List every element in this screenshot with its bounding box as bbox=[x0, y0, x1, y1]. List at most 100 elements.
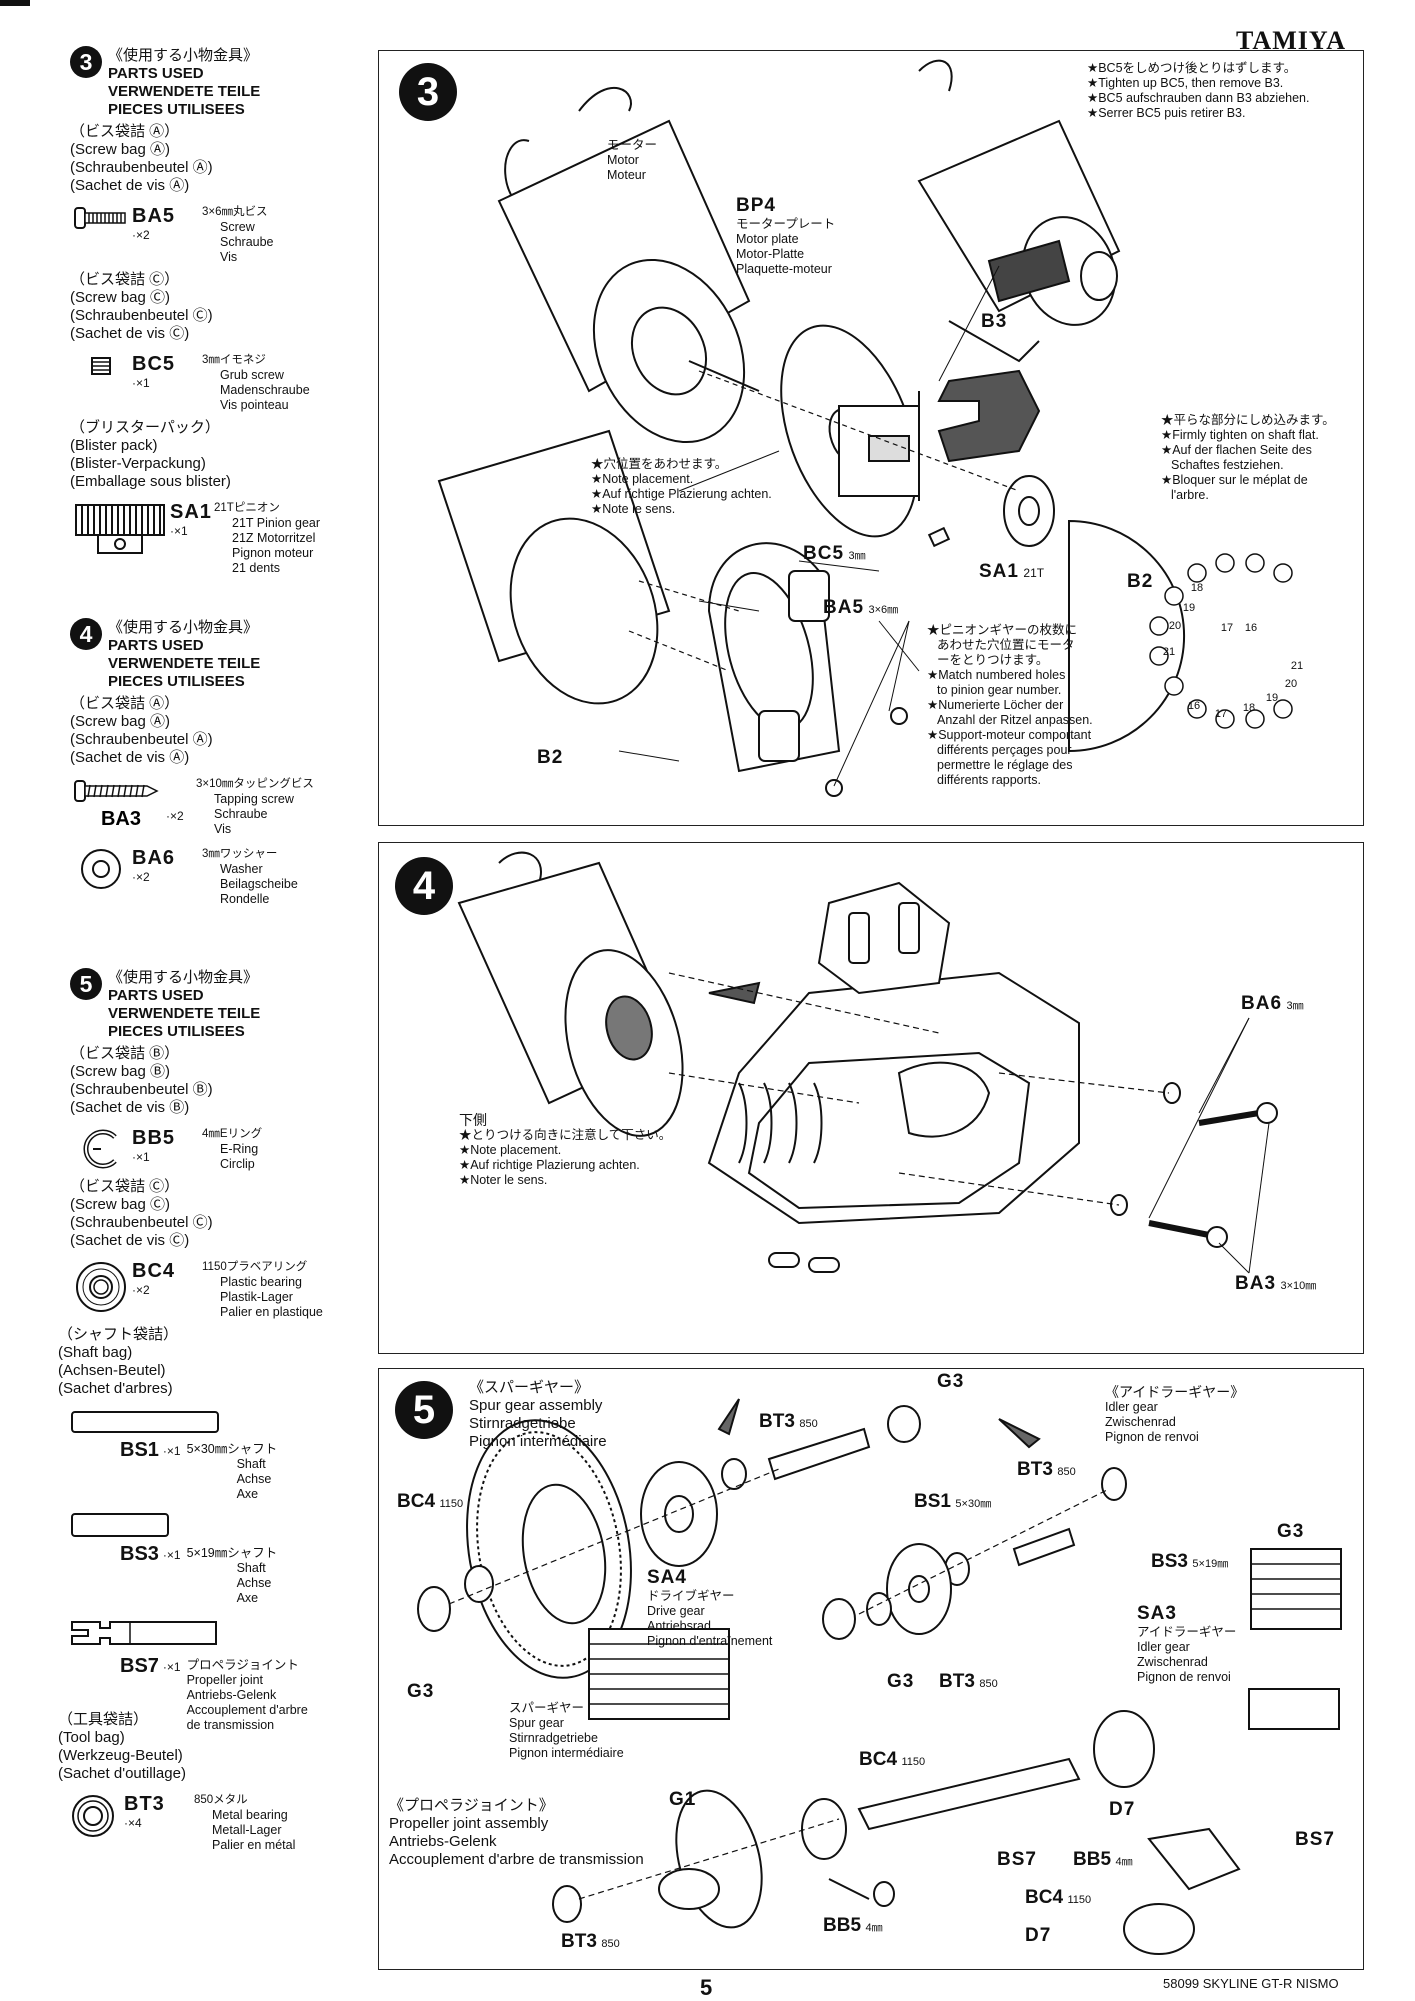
part-name: de transmission bbox=[186, 1718, 275, 1732]
part-code: BB5 bbox=[823, 1915, 862, 1936]
bag-en: (Shaft bag) bbox=[58, 1344, 133, 1361]
part-name: Propeller joint bbox=[186, 1673, 264, 1687]
parts-section-3: 3 《使用する小物金具》 PARTS USED VERWENDETE TEILE… bbox=[70, 44, 370, 616]
part-size: 5×19㎜シャフト bbox=[186, 1546, 278, 1560]
section-de-title: VERWENDETE TEILE bbox=[108, 83, 261, 100]
title-jp: 《アイドラーギヤー》 bbox=[1105, 1384, 1245, 1400]
part-code: SA1 bbox=[979, 561, 1019, 582]
note-line: ★Auf der flachen Seite des bbox=[1161, 443, 1312, 457]
part-code: BA6 bbox=[132, 847, 176, 869]
bt3-label: BT3 850 bbox=[759, 1411, 818, 1433]
part-name: Axe bbox=[236, 1591, 259, 1605]
bag-en: (Tool bag) bbox=[58, 1729, 125, 1746]
g1-label: G1 bbox=[669, 1789, 697, 1810]
section-en-title: PARTS USED bbox=[108, 65, 204, 82]
bag-jp: （シャフト袋詰） bbox=[58, 1326, 179, 1343]
part-size: 1150プラベアリング bbox=[202, 1261, 308, 1273]
bb5-label: BB5 4㎜ bbox=[1073, 1849, 1133, 1871]
bag-jp: （ブリスターパック） bbox=[70, 419, 220, 436]
spur-gear-label: スパーギヤー Spur gear Stirnradgetriebe Pignon… bbox=[509, 1701, 624, 1761]
bag-en: (Screw bag Ⓒ) bbox=[70, 289, 171, 306]
part-size: 3×6㎜ bbox=[868, 604, 899, 616]
title-en: Propeller joint assembly bbox=[389, 1815, 549, 1832]
propeller-joint-title: 《プロペラジョイント》 Propeller joint assembly Ant… bbox=[389, 1797, 644, 1869]
bag-jp: （ビス袋詰 Ⓒ） bbox=[70, 271, 180, 288]
part-code: BA6 bbox=[1241, 993, 1283, 1014]
bag-fr: (Sachet de vis Ⓒ) bbox=[70, 1232, 190, 1249]
flat-shaft-note: ★平らな部分にしめ込みます。 ★Firmly tighten on shaft … bbox=[1161, 413, 1335, 503]
part-size: 3×6㎜丸ビス bbox=[202, 206, 268, 218]
note-line: ★Firmly tighten on shaft flat. bbox=[1161, 428, 1319, 442]
note-line: ★Match numbered holes bbox=[927, 668, 1066, 682]
part-name: Antriebs-Gelenk bbox=[186, 1688, 277, 1702]
part-code: BC4 bbox=[397, 1491, 436, 1512]
part-code: BT3 bbox=[759, 1411, 795, 1432]
part-code: BS1 bbox=[120, 1439, 159, 1461]
part-code: SA4 bbox=[647, 1567, 687, 1588]
label-de: Motor-Platte bbox=[736, 247, 805, 261]
label-jp: モータープレート bbox=[736, 217, 836, 231]
part-size: 4㎜ bbox=[865, 1922, 883, 1934]
section-jp-title: 《使用する小物金具》 bbox=[108, 619, 259, 636]
note-line: permettre le réglage des bbox=[937, 758, 1073, 772]
bag-de: (Achsen-Beutel) bbox=[58, 1362, 166, 1379]
section-jp-title: 《使用する小物金具》 bbox=[108, 47, 259, 64]
part-size: 1150 bbox=[901, 1756, 926, 1768]
title-de: Zwischenrad bbox=[1105, 1415, 1176, 1429]
note-line: to pinion gear number. bbox=[937, 683, 1062, 697]
part-name: Pignon moteur bbox=[232, 546, 314, 560]
label-de: Stirnradgetriebe bbox=[509, 1731, 598, 1745]
section-en-title: PARTS USED bbox=[108, 987, 204, 1004]
parts-section-5: 5 《使用する小物金具》 PARTS USED VERWENDETE TEILE… bbox=[58, 966, 370, 1853]
parts-sidebar: 3 《使用する小物金具》 PARTS USED VERWENDETE TEILE… bbox=[58, 44, 370, 1859]
section-de-title: VERWENDETE TEILE bbox=[108, 1005, 261, 1022]
step-number: 4 bbox=[395, 857, 453, 915]
part-name: Washer bbox=[220, 862, 263, 876]
bag-en: (Screw bag Ⓐ) bbox=[70, 141, 171, 158]
part-code: BS1 bbox=[914, 1491, 951, 1512]
part-name: Beilagscheibe bbox=[220, 877, 298, 891]
note-line: ★Note placement. bbox=[591, 472, 694, 486]
part-code: SA1 bbox=[170, 501, 212, 523]
bc5-label: BC5 3㎜ bbox=[803, 543, 866, 565]
label-de: Antriebsrad bbox=[647, 1619, 711, 1633]
part-code: BS3 bbox=[1151, 1551, 1188, 1572]
g3-bottom-label: G3 bbox=[407, 1681, 435, 1702]
part-name: Achse bbox=[236, 1472, 272, 1486]
bag-de: (Schraubenbeutel Ⓒ) bbox=[70, 1214, 213, 1231]
step-4-diagram bbox=[457, 851, 1278, 1274]
ba3-label: BA3 3×10㎜ bbox=[1235, 1273, 1316, 1295]
bag-fr: (Sachet d'outillage) bbox=[58, 1765, 186, 1782]
part-code: BC4 bbox=[859, 1749, 898, 1770]
parts-section-header: 4 《使用する小物金具》 PARTS USED VERWENDETE TEILE… bbox=[70, 616, 370, 691]
motor-label: モーター Motor Moteur bbox=[607, 138, 657, 183]
ba5-label: BA5 3×6㎜ bbox=[823, 597, 898, 619]
sa4-label: SA4 ドライブギヤー Drive gear Antriebsrad Pigno… bbox=[647, 1567, 772, 1649]
part-qty: ·×1 bbox=[162, 1444, 181, 1458]
section-jp-title: 《使用する小物金具》 bbox=[108, 969, 259, 986]
label-fr: Pignon de renvoi bbox=[1137, 1670, 1231, 1684]
bag-block: （工具袋詰） (Tool bag) (Werkzeug-Beutel) (Sac… bbox=[58, 1711, 370, 1783]
bs1-label: BS1 5×30㎜ bbox=[914, 1491, 991, 1513]
label-jp: アイドラーギヤー bbox=[1137, 1625, 1237, 1639]
note-line: ★Note placement. bbox=[459, 1143, 562, 1157]
section-number: 5 bbox=[70, 968, 102, 1000]
hole-number: 19 bbox=[1266, 692, 1278, 704]
note-line: Schaftes festziehen. bbox=[1171, 458, 1284, 472]
part-code: BA3 bbox=[1235, 1273, 1277, 1294]
part-name: 21Z Motorritzel bbox=[232, 531, 316, 545]
bag-de: (Blister-Verpackung) bbox=[70, 455, 206, 472]
hole-number: 20 bbox=[1285, 678, 1297, 690]
label-en: Motor bbox=[607, 153, 639, 167]
parts-section-header: 3 《使用する小物金具》 PARTS USED VERWENDETE TEILE… bbox=[70, 44, 370, 119]
bag-de: (Schraubenbeutel Ⓐ) bbox=[70, 731, 213, 748]
bag-fr: (Emballage sous blister) bbox=[70, 473, 231, 490]
bag-en: (Screw bag Ⓒ) bbox=[70, 1196, 171, 1213]
bag-fr: (Sachet de vis Ⓑ) bbox=[70, 1099, 190, 1116]
part-code: BT3 bbox=[939, 1671, 975, 1692]
bag-en: (Blister pack) bbox=[70, 437, 158, 454]
